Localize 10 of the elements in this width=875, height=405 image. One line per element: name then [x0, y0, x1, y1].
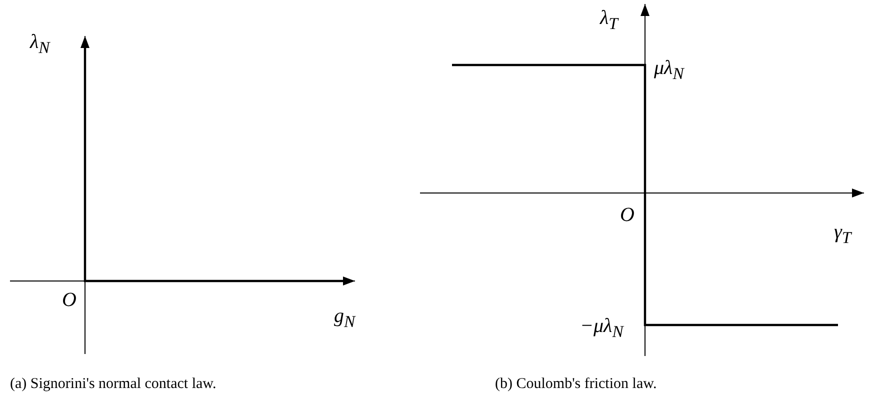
axis-label: g$_{N}$ — [334, 306, 356, 331]
origin-label: O — [620, 205, 634, 225]
origin-label: O — [62, 290, 76, 310]
axis-label: γ$_{T}$ — [834, 222, 852, 247]
caption: (b) Coulomb's friction law. — [495, 377, 657, 392]
axis-label: λ$_{T}$ — [600, 8, 618, 33]
caption: (a) Signorini's normal contact law. — [10, 377, 216, 392]
axis-label: λ$_{N}$ — [30, 32, 50, 57]
value-label: μλ$_{N}$ — [654, 58, 684, 83]
value-label: −μλ$_{N}$ — [580, 316, 624, 341]
